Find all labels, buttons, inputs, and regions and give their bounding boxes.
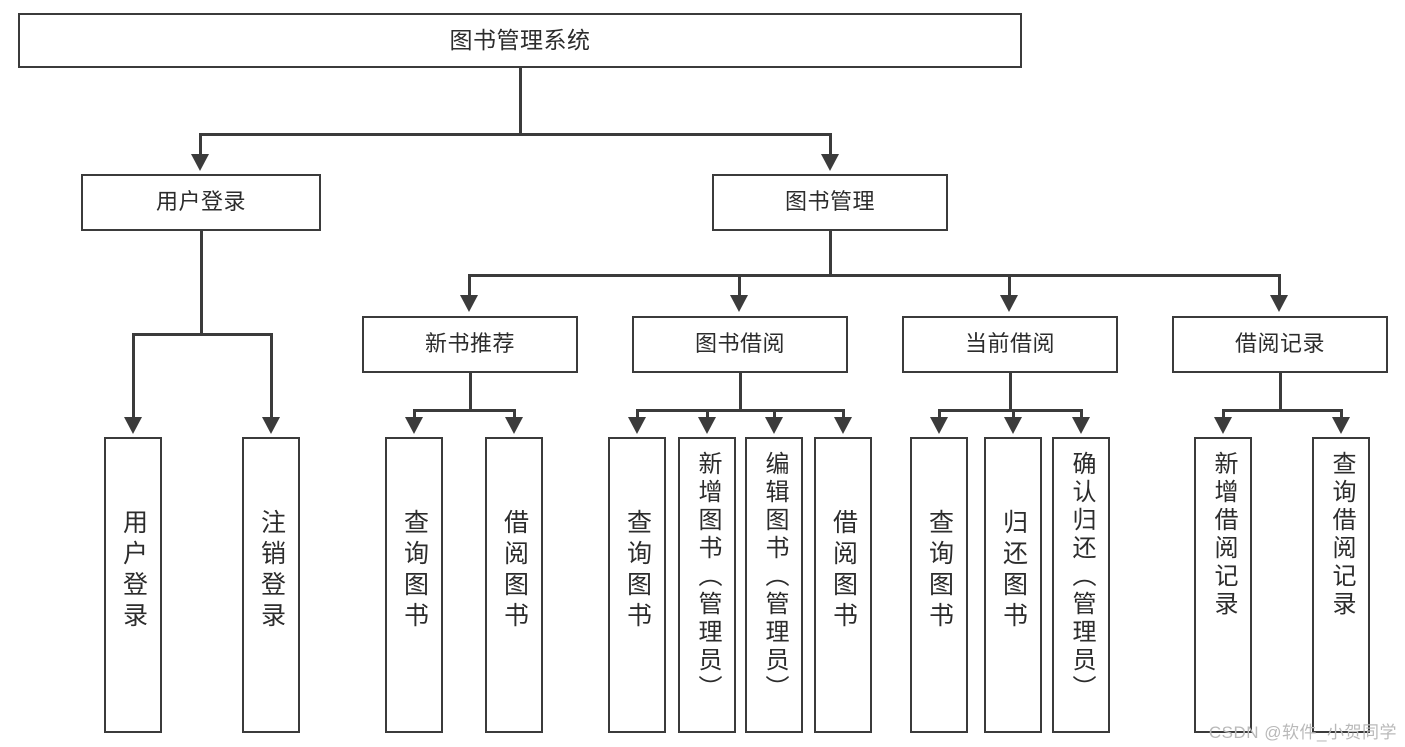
node-label: 新增图书（管理员）	[694, 451, 721, 703]
node-label: 图书管理系统	[449, 26, 591, 53]
node-label: 图书管理	[784, 189, 875, 215]
arrow-leaf-add-borrow-record	[1214, 417, 1232, 434]
node-current-borrowing[interactable]: 当前借阅	[902, 316, 1118, 373]
node-leaf-user-login[interactable]: 用户登录	[104, 437, 162, 733]
node-leaf-recommend-query-book[interactable]: 查询图书	[385, 437, 443, 733]
node-leaf-return-book[interactable]: 归还图书	[984, 437, 1042, 733]
node-leaf-confirm-return-admin[interactable]: 确认归还（管理员）	[1052, 437, 1110, 733]
arrow-leaf-query-borrow-record	[1332, 417, 1350, 434]
connector-to-new-book-rec	[468, 274, 471, 296]
arrow-to-book-management	[821, 154, 839, 171]
node-label: 查询借阅记录	[1328, 451, 1355, 619]
arrow-leaf-borrow-lend-book	[834, 417, 852, 434]
node-leaf-add-borrow-record[interactable]: 新增借阅记录	[1194, 437, 1252, 733]
connector-new-book-rec-left-drop	[413, 409, 416, 418]
connector-book-management-stem	[829, 231, 832, 276]
node-leaf-recommend-borrow-book[interactable]: 借阅图书	[485, 437, 543, 733]
node-label: 借阅图书	[829, 509, 858, 633]
node-label: 注销登录	[257, 509, 286, 633]
connector-book-borrow-bus	[636, 409, 843, 412]
arrow-leaf-user-logout	[262, 417, 280, 434]
connector-new-book-rec-right-drop	[513, 409, 516, 418]
connector-current-borrow-stem	[1009, 373, 1012, 411]
connector-to-user-login	[199, 133, 202, 155]
node-root-book-management-system[interactable]: 图书管理系统	[18, 13, 1022, 68]
node-label: 借阅图书	[500, 509, 529, 633]
node-label: 编辑图书（管理员）	[761, 451, 788, 703]
node-leaf-current-query-book[interactable]: 查询图书	[910, 437, 968, 733]
connector-to-book-management	[829, 133, 832, 155]
node-new-book-recommendation[interactable]: 新书推荐	[362, 316, 578, 373]
connector-user-login-bus	[132, 333, 270, 336]
arrow-to-user-login	[191, 154, 209, 171]
node-leaf-borrow-query-book[interactable]: 查询图书	[608, 437, 666, 733]
node-label: 确认归还（管理员）	[1068, 451, 1095, 703]
connector-book-management-bus	[468, 274, 1280, 277]
node-leaf-user-logout[interactable]: 注销登录	[242, 437, 300, 733]
arrow-to-borrow-record	[1270, 295, 1288, 312]
connector-current-borrow-bus	[938, 409, 1082, 412]
node-label: 查询图书	[925, 509, 954, 633]
node-borrow-records[interactable]: 借阅记录	[1172, 316, 1388, 373]
connector-user-login-stem	[200, 231, 203, 335]
connector-borrow-record-right-drop	[1340, 409, 1343, 418]
arrow-leaf-borrow-query-book	[628, 417, 646, 434]
connector-to-current-borrow	[1008, 274, 1011, 296]
connector-book-borrow-drop-2	[706, 409, 709, 418]
node-label: 查询图书	[623, 509, 652, 633]
connector-borrow-record-left-drop	[1222, 409, 1225, 418]
node-leaf-edit-book-admin[interactable]: 编辑图书（管理员）	[745, 437, 803, 733]
connector-book-borrow-stem	[739, 373, 742, 411]
connector-current-borrow-drop-2	[1012, 409, 1015, 418]
node-label: 图书借阅	[694, 331, 785, 357]
arrow-to-book-borrow	[730, 295, 748, 312]
arrow-leaf-user-login	[124, 417, 142, 434]
arrow-leaf-recommend-query-book	[405, 417, 423, 434]
arrow-to-new-book-rec	[460, 295, 478, 312]
node-label: 新书推荐	[424, 331, 515, 357]
arrow-leaf-add-book-admin	[698, 417, 716, 434]
connector-new-book-rec-stem	[469, 373, 472, 411]
connector-borrow-record-bus	[1222, 409, 1341, 412]
arrow-leaf-confirm-return-admin	[1072, 417, 1090, 434]
node-book-borrowing[interactable]: 图书借阅	[632, 316, 848, 373]
connector-book-borrow-drop-3	[773, 409, 776, 418]
node-book-management[interactable]: 图书管理	[712, 174, 948, 231]
connector-to-book-borrow	[738, 274, 741, 296]
arrow-leaf-current-query-book	[930, 417, 948, 434]
arrow-leaf-recommend-borrow-book	[505, 417, 523, 434]
connector-to-borrow-record	[1278, 274, 1281, 296]
connector-user-login-right-drop	[270, 333, 273, 418]
node-label: 用户登录	[119, 509, 148, 633]
connector-new-book-rec-bus	[413, 409, 515, 412]
node-label: 查询图书	[400, 509, 429, 633]
node-leaf-query-borrow-record[interactable]: 查询借阅记录	[1312, 437, 1370, 733]
connector-borrow-record-stem	[1279, 373, 1282, 411]
connector-root-stem	[519, 68, 522, 135]
node-label: 用户登录	[155, 189, 246, 215]
node-leaf-add-book-admin[interactable]: 新增图书（管理员）	[678, 437, 736, 733]
connector-user-login-left-drop	[132, 333, 135, 418]
connector-book-borrow-drop-4	[842, 409, 845, 418]
node-label: 借阅记录	[1234, 331, 1325, 357]
connector-book-borrow-drop-1	[636, 409, 639, 418]
arrow-to-current-borrow	[1000, 295, 1018, 312]
node-leaf-borrow-lend-book[interactable]: 借阅图书	[814, 437, 872, 733]
node-label: 新增借阅记录	[1210, 451, 1237, 619]
connector-root-bus	[199, 133, 831, 136]
node-label: 归还图书	[999, 509, 1028, 633]
connector-current-borrow-drop-1	[938, 409, 941, 418]
arrow-leaf-edit-book-admin	[765, 417, 783, 434]
node-user-login[interactable]: 用户登录	[81, 174, 321, 231]
arrow-leaf-return-book	[1004, 417, 1022, 434]
node-label: 当前借阅	[964, 331, 1055, 357]
connector-current-borrow-drop-3	[1080, 409, 1083, 418]
